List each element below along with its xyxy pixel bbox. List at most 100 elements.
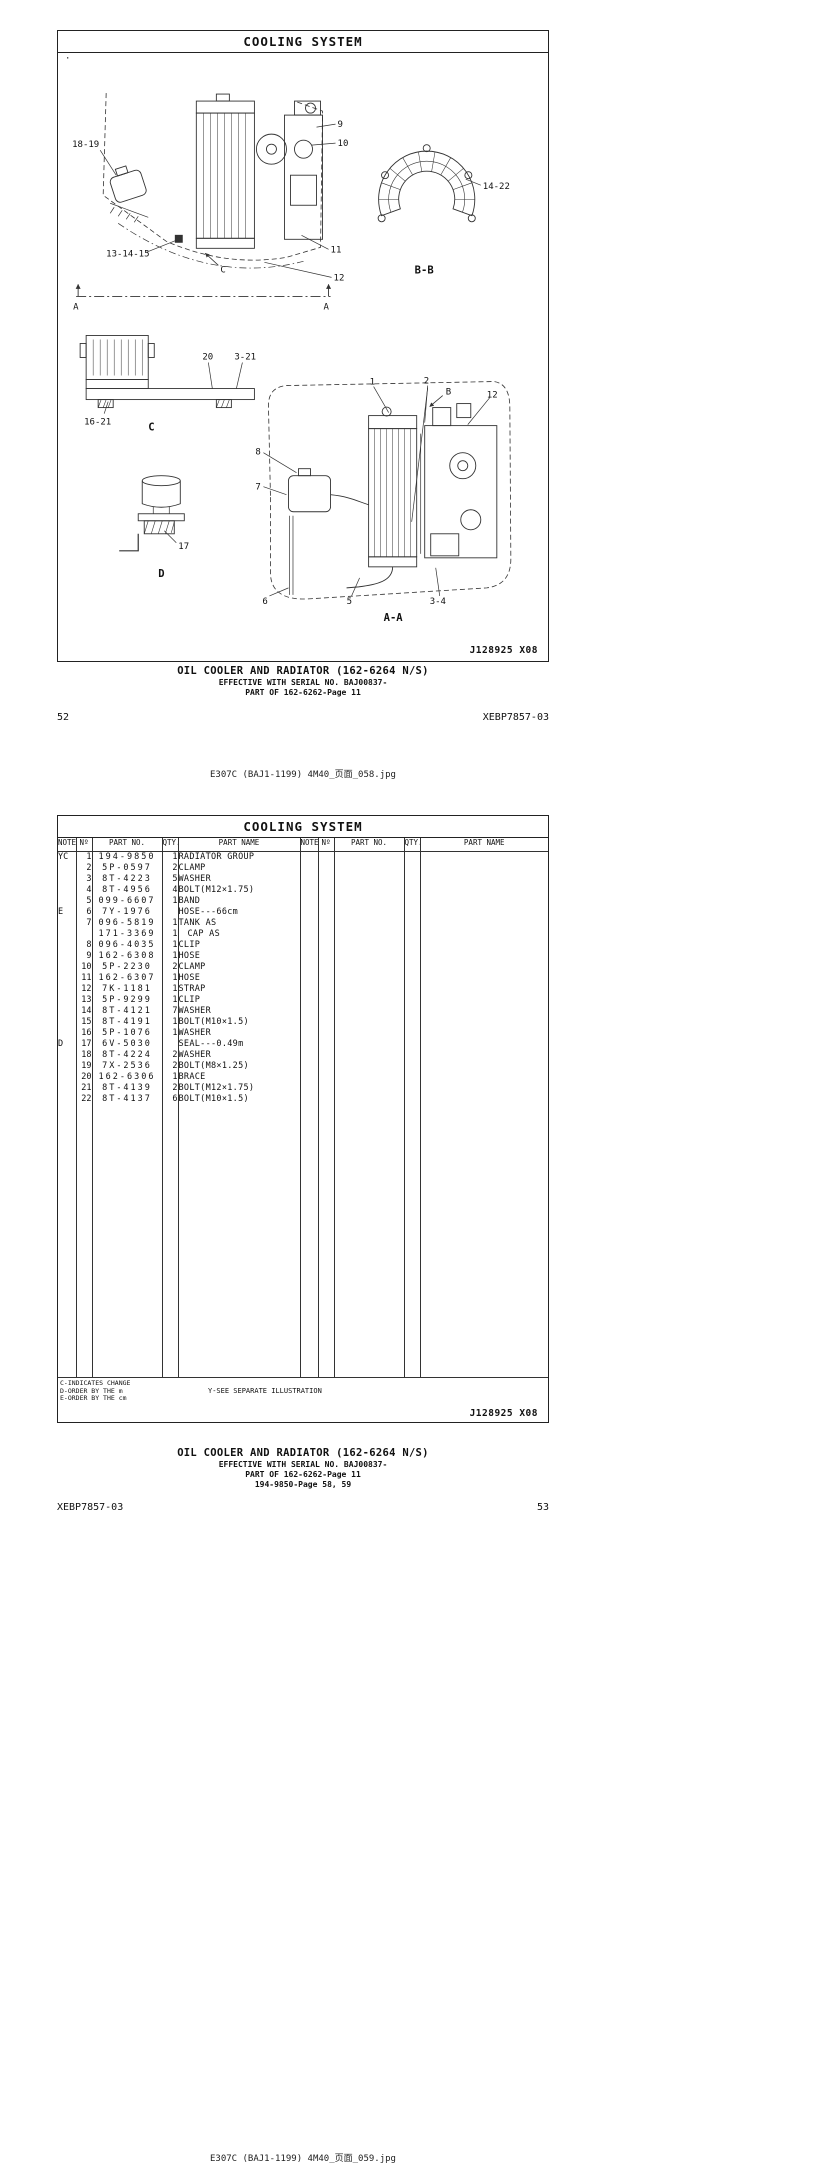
table-filler-row [58, 1105, 548, 1378]
table-footnotes-row: C-INDICATES CHANGE D-ORDER BY THE m E-OR… [58, 1377, 548, 1404]
section-arrow-b: B [446, 388, 451, 398]
page2-title: COOLING SYSTEM [243, 819, 363, 834]
stray-mark: · [65, 54, 71, 64]
section-arrow-c: C [220, 265, 225, 275]
page-number: 53 [536, 1502, 549, 1513]
footnote-e: E-ORDER BY THE cm [60, 1394, 127, 1402]
table-header-row: NOTE Nº PART NO. QTY. PART NAME NOTE Nº … [58, 838, 548, 852]
page-ref-note: 194-9850-Page 58, 59 [254, 1480, 352, 1489]
plate-id: J128925 X08 [469, 1407, 538, 1419]
page2-caption: E307C (BAJ1-1199) 4M40_页面_059.jpg [210, 2154, 396, 2164]
col-part-no-2: PART NO. [334, 838, 405, 852]
page-59: COOLING SYSTEM NOTE Nº PART NO. QTY. PAR… [57, 815, 549, 1423]
col-no-2: Nº [318, 838, 335, 852]
footnote-c: C-INDICATES CHANGE [60, 1379, 131, 1387]
page-58: COOLING SYSTEM · [57, 30, 549, 662]
footnote-y: Y-SEE SEPARATE ILLUSTRATION [208, 1387, 322, 1395]
assembly-section-aa [263, 381, 512, 600]
doc-code: XEBP7857-03 [57, 1502, 124, 1513]
callout-11: 11 [331, 245, 342, 255]
plate-strip: J128925 X08 [58, 1404, 548, 1422]
view-label-aa: A-A [384, 612, 404, 624]
view-label-bb: B-B [415, 264, 434, 276]
cooling-system-diagram: 18-19 13-14-15 9 10 11 12 C A A [72, 93, 512, 624]
callout-3-21: 3-21 [234, 353, 256, 363]
callout-8: 8 [255, 448, 260, 458]
figure-title: OIL COOLER AND RADIATOR (162-6264 N/S) [177, 665, 429, 677]
callout-12-side: 12 [487, 391, 498, 401]
callout-9: 9 [338, 120, 343, 130]
page1-title-block: OIL COOLER AND RADIATOR (162-6264 N/S) E… [57, 665, 549, 697]
radiator-front-view [75, 93, 336, 297]
col-qty-2: QTY. [404, 838, 421, 852]
page2-title-block: OIL COOLER AND RADIATOR (162-6264 N/S) E… [57, 1447, 549, 1489]
section-a-left: A [73, 302, 79, 312]
part-of-note: PART OF 162-6262-Page 11 [245, 1470, 361, 1479]
doc-code: XEBP7857-03 [482, 712, 549, 723]
page1-title: COOLING SYSTEM [243, 34, 363, 49]
page2-header: COOLING SYSTEM [58, 816, 548, 838]
col-note: NOTE [58, 838, 77, 852]
serial-note: EFFECTIVE WITH SERIAL NO. BAJ00837- [218, 1460, 388, 1469]
callout-6: 6 [262, 597, 267, 607]
col-part-name: PART NAME [178, 838, 301, 852]
page2-footer: XEBP7857-03 53 [57, 1502, 549, 1513]
diagram-area: · [58, 53, 548, 661]
callout-18-19: 18-19 [72, 140, 99, 150]
col-note-2: NOTE [300, 838, 319, 852]
callout-14-22: 14-22 [483, 182, 510, 192]
callout-1: 1 [370, 378, 375, 388]
page1-header: COOLING SYSTEM [58, 31, 548, 53]
bracket-view-c [79, 335, 255, 414]
page1-footer: 52 XEBP7857-03 [57, 712, 549, 723]
callout-17: 17 [178, 542, 189, 552]
part-of-note: PART OF 162-6262-Page 11 [245, 688, 361, 697]
plate-id: J128925 X08 [469, 645, 538, 656]
col-part-name-2: PART NAME [420, 838, 548, 852]
callout-10: 10 [338, 139, 349, 149]
seal-view-d [119, 475, 185, 552]
serial-note: EFFECTIVE WITH SERIAL NO. BAJ00837- [218, 678, 388, 687]
callout-5: 5 [347, 597, 352, 607]
col-part-no: PART NO. [92, 838, 163, 852]
footnote-block: C-INDICATES CHANGE D-ORDER BY THE m E-OR… [60, 1379, 131, 1403]
view-label-c: C [148, 422, 154, 434]
page-number: 52 [57, 712, 70, 723]
col-no: Nº [76, 838, 93, 852]
callout-20: 20 [202, 353, 213, 363]
callout-3-4: 3-4 [430, 597, 446, 607]
callout-2: 2 [424, 377, 429, 387]
fan-guard-section-bb [377, 144, 481, 223]
callout-7: 7 [255, 483, 260, 493]
figure-title: OIL COOLER AND RADIATOR (162-6264 N/S) [177, 1447, 429, 1459]
view-label-d: D [158, 568, 164, 580]
callout-16-21: 16-21 [84, 418, 111, 428]
page1-caption: E307C (BAJ1-1199) 4M40_页面_058.jpg [210, 770, 396, 780]
parts-table: NOTE Nº PART NO. QTY. PART NAME NOTE Nº … [58, 838, 548, 1404]
footnote-d: D-ORDER BY THE m [60, 1386, 123, 1395]
col-qty: QTY. [162, 838, 179, 852]
